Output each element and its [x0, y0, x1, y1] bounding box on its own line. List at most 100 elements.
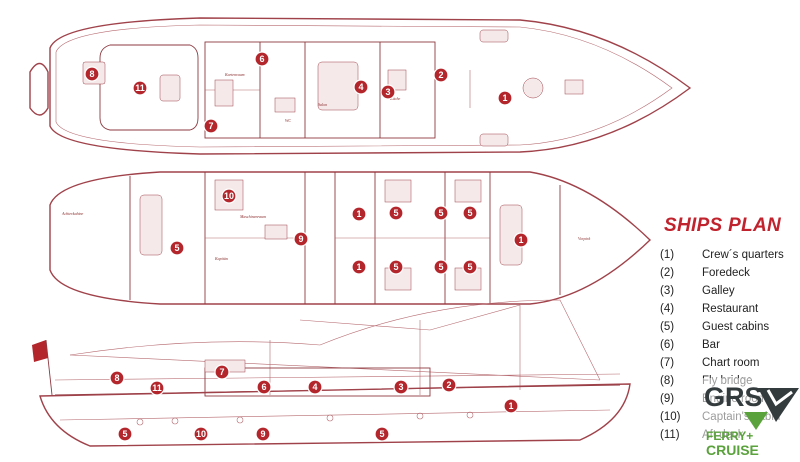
legend-item-label: Guest cabins	[702, 321, 770, 333]
svg-text:5: 5	[438, 262, 443, 272]
svg-text:5: 5	[467, 208, 472, 218]
badge-side-2: 2	[441, 377, 457, 393]
svg-text:11: 11	[135, 83, 145, 93]
top-deck-plan: Kartenraum Salon Küche WC 8 11 6 7 4 3 2…	[29, 17, 692, 155]
svg-text:7: 7	[219, 367, 224, 377]
top-deck-hull	[49, 17, 692, 155]
badge-side-11: 11	[149, 380, 165, 396]
badge-top-3: 3	[380, 84, 396, 100]
badge-side-10: 10	[193, 426, 209, 442]
svg-text:1: 1	[508, 401, 513, 411]
legend-item-number: (8)	[660, 375, 675, 387]
badge-top-11: 11	[132, 80, 148, 96]
side-elevation: 8 11 7 6 4 3 2 1 5 10 9 5	[32, 299, 631, 447]
badge-side-6: 6	[256, 379, 272, 395]
badge-mid-9: 9	[293, 231, 309, 247]
badge-top-4: 4	[353, 79, 369, 95]
svg-text:1: 1	[502, 93, 507, 103]
svg-text:10: 10	[196, 429, 206, 439]
legend-item-label: Chart room	[702, 357, 760, 369]
legend-item-number: (10)	[660, 411, 681, 423]
badge-mid-5f: 5	[462, 205, 478, 221]
legend-item-number: (6)	[660, 339, 675, 351]
svg-text:Küche: Küche	[389, 96, 400, 101]
badge-top-7: 7	[203, 118, 219, 134]
legend-title: SHIPS PLAN	[664, 215, 782, 236]
svg-text:9: 9	[298, 234, 303, 244]
legend-item-number: (9)	[660, 393, 675, 405]
svg-text:3: 3	[385, 87, 390, 97]
svg-text:WC: WC	[285, 118, 291, 123]
legend-item: (5) Guest cabins	[650, 318, 800, 336]
legend-item: (1)Crew´s quarters	[650, 246, 800, 264]
svg-text:5: 5	[467, 262, 472, 272]
svg-text:FERRY+: FERRY+	[706, 429, 753, 443]
svg-text:Maschinenraum: Maschinenraum	[239, 214, 266, 219]
svg-text:1: 1	[356, 262, 361, 272]
badge-side-1: 1	[503, 398, 519, 414]
legend-item-label: Restaurant	[702, 303, 759, 315]
svg-text:5: 5	[438, 208, 443, 218]
badge-side-9: 9	[255, 426, 271, 442]
flag-icon	[32, 340, 48, 362]
badge-mid-5c: 5	[388, 259, 404, 275]
badge-side-5a: 5	[117, 426, 133, 442]
badge-top-1: 1	[497, 90, 513, 106]
badge-mid-5a: 5	[169, 240, 185, 256]
legend-item-label: Bar	[702, 339, 720, 351]
badge-side-5b: 5	[374, 426, 390, 442]
svg-text:8: 8	[114, 373, 119, 383]
legend-item-number: (5)	[660, 321, 675, 333]
svg-text:5: 5	[379, 429, 384, 439]
legend-item-number: (11)	[660, 429, 680, 441]
svg-text:8: 8	[89, 69, 94, 79]
legend-item-label: Foredeck	[702, 267, 750, 279]
below-deck-hull	[49, 171, 652, 305]
badge-mid-1b: 1	[351, 259, 367, 275]
legend-item: (3)Galley	[650, 282, 800, 300]
badge-side-8: 8	[109, 370, 125, 386]
svg-text:5: 5	[122, 429, 127, 439]
svg-text:10: 10	[224, 191, 234, 201]
legend-item-number: (2)	[660, 267, 675, 279]
svg-text:5: 5	[174, 243, 179, 253]
grs-ferry-cruise-logo: GRS FERRY+ CRUISE	[702, 378, 800, 462]
svg-text:7: 7	[208, 121, 213, 131]
legend-item: (2) Foredeck	[650, 264, 800, 282]
svg-text:GRS: GRS	[704, 382, 763, 412]
badge-side-4: 4	[307, 379, 323, 395]
legend-item: (4) Restaurant	[650, 300, 800, 318]
legend-item-number: (7)	[660, 357, 675, 369]
badge-side-7: 7	[214, 364, 230, 380]
dinghy	[29, 62, 49, 116]
svg-text:Kapitän: Kapitän	[214, 256, 228, 261]
badge-mid-1a: 1	[351, 206, 367, 222]
svg-text:Salon: Salon	[318, 102, 327, 107]
svg-text:11: 11	[152, 383, 162, 393]
svg-text:6: 6	[261, 382, 266, 392]
svg-text:4: 4	[312, 382, 317, 392]
legend-item-label: Crew´s quarters	[702, 249, 784, 261]
svg-text:Kartenraum: Kartenraum	[224, 72, 245, 77]
svg-text:4: 4	[358, 82, 363, 92]
legend-item: (7) Chart room	[650, 354, 800, 372]
badge-mid-1c: 1	[513, 232, 529, 248]
svg-text:5: 5	[393, 208, 398, 218]
badge-mid-5d: 5	[433, 205, 449, 221]
badge-top-2: 2	[433, 67, 449, 83]
badge-top-8: 8	[84, 66, 100, 82]
svg-text:CRUISE: CRUISE	[706, 442, 759, 458]
badge-side-3: 3	[393, 379, 409, 395]
legend-item-number: (3)	[660, 285, 675, 297]
legend-item-number: (4)	[660, 303, 675, 315]
svg-text:Vorpiek: Vorpiek	[578, 236, 590, 241]
badge-top-6: 6	[254, 51, 270, 67]
side-hull	[39, 383, 631, 447]
badge-mid-5e: 5	[433, 259, 449, 275]
below-deck-plan: Achterkabine Maschinenraum Kabine Vorpie…	[49, 171, 652, 305]
svg-text:9: 9	[260, 429, 265, 439]
badge-mid-10: 10	[221, 188, 237, 204]
svg-text:2: 2	[446, 380, 451, 390]
badge-mid-5g: 5	[462, 259, 478, 275]
